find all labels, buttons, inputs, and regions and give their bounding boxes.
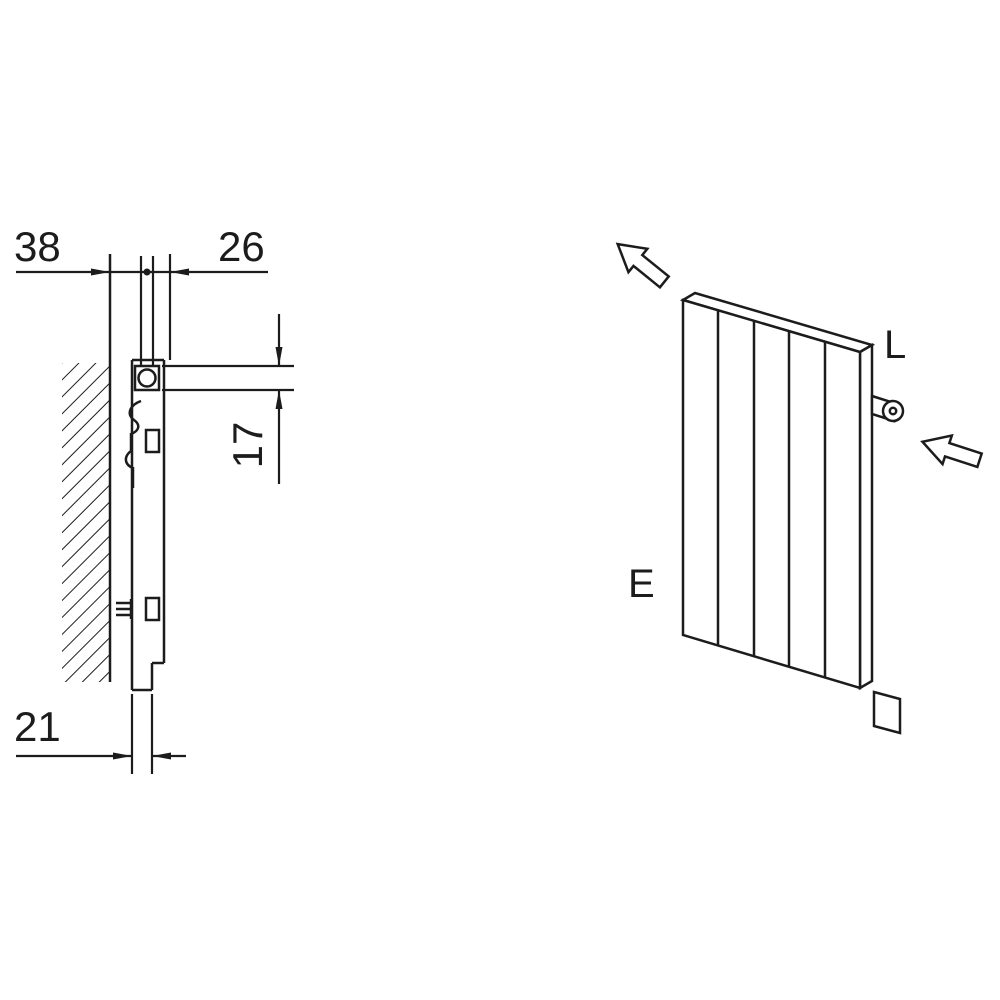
radiator-front-face — [681, 298, 862, 690]
dim-center-dot — [143, 268, 151, 276]
top-bracket-box — [133, 364, 161, 392]
dim-arrow-down-icon — [275, 347, 283, 366]
flow-arrow-in-icon — [916, 426, 986, 476]
dim-38-label: 38 — [14, 223, 61, 270]
label-e: E — [628, 562, 655, 606]
dim-arrow-right-icon — [91, 268, 110, 276]
dim-26-label: 26 — [218, 223, 265, 270]
bottom-bracket-tab — [872, 690, 902, 735]
dim-arrow-right-icon — [113, 752, 132, 760]
dim-arrow-left-icon — [152, 752, 171, 760]
side-view — [16, 254, 294, 774]
wall-hatch — [62, 363, 110, 682]
radiator-isometric — [606, 231, 986, 735]
upper-bracket-block — [144, 428, 161, 454]
radiator-end-panel — [858, 342, 874, 691]
radiator-fin-lines — [716, 310, 827, 677]
lower-bracket-block — [144, 596, 161, 622]
spring-clip-squiggle — [124, 399, 142, 488]
top-pipe-circle — [137, 368, 157, 388]
dimension-top — [16, 268, 268, 276]
dim-17-label: 17 — [224, 422, 271, 469]
dim-21-label: 21 — [14, 703, 61, 750]
dimension-17 — [162, 314, 294, 484]
dim-arrow-left-icon — [170, 268, 189, 276]
lower-bracket-screw — [116, 599, 133, 619]
connection-boss-hole — [888, 406, 898, 416]
dimension-21 — [16, 694, 186, 774]
radiator-side-profile — [116, 254, 172, 692]
connection-boss — [870, 394, 905, 423]
label-l: L — [884, 323, 906, 367]
dim-arrow-up-icon — [275, 390, 283, 409]
flow-arrow-out-icon — [606, 231, 676, 295]
